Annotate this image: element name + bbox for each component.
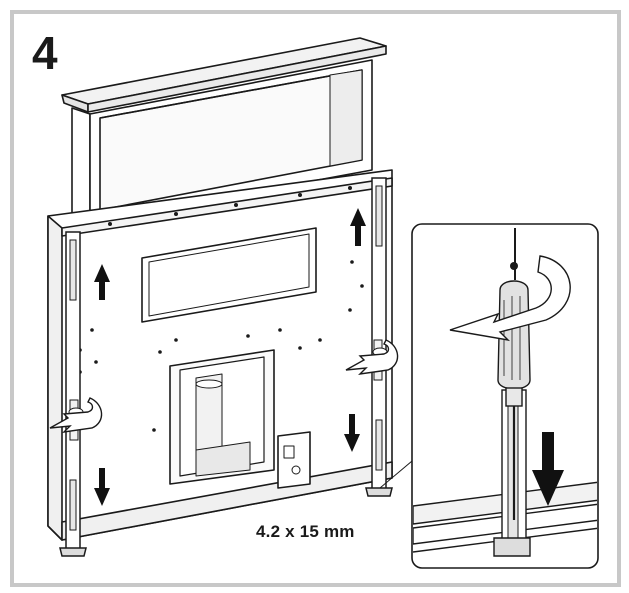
rotate-arrow-icon — [345, 339, 399, 375]
arrow-down-icon — [532, 432, 564, 506]
back-panel — [47, 169, 393, 541]
rotate-arrow-icon — [449, 255, 571, 342]
rotate-arrows — [49, 339, 399, 433]
rotate-arrow-icon — [49, 397, 103, 433]
arrow-up-icon — [94, 264, 110, 300]
arrow-down-icon — [94, 468, 110, 506]
arrow-up-icon — [350, 208, 366, 246]
screw-size-label: 4.2 x 15 mm — [256, 522, 355, 541]
detail-inset — [411, 223, 599, 569]
direction-arrows — [94, 208, 366, 506]
arrow-down-icon — [344, 414, 360, 452]
left-rail — [59, 231, 87, 557]
step-number: 4 — [32, 27, 58, 79]
